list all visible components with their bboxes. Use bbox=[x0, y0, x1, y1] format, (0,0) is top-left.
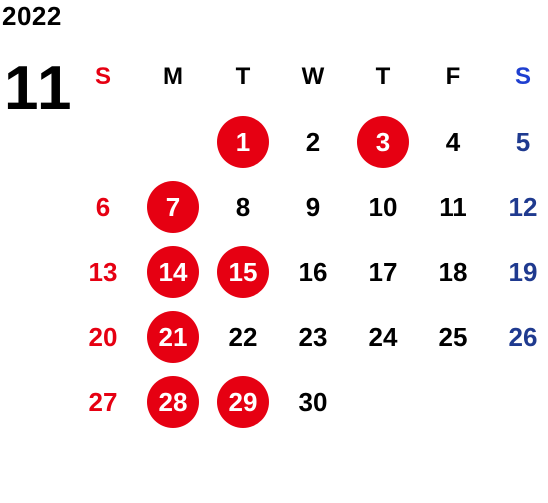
day-number: 25 bbox=[438, 321, 468, 352]
day-number: 18 bbox=[438, 256, 468, 287]
day-number: 5 bbox=[515, 126, 531, 157]
day-cell: 24 bbox=[348, 304, 418, 369]
day-cell: 22 bbox=[208, 304, 278, 369]
day-number: 20 bbox=[88, 321, 118, 352]
weekday-header: S bbox=[488, 44, 548, 109]
day-number: 23 bbox=[298, 321, 328, 352]
holiday-circle: 1 bbox=[217, 115, 269, 168]
weekday-header: W bbox=[278, 44, 348, 109]
day-number: 4 bbox=[445, 126, 461, 157]
holiday-circle: 21 bbox=[147, 310, 199, 363]
day-cell: 1 bbox=[208, 109, 278, 174]
day-cell: 19 bbox=[488, 239, 548, 304]
day-cell: 18 bbox=[418, 239, 488, 304]
weekday-label: M bbox=[163, 62, 183, 90]
day-cell: 7 bbox=[138, 174, 208, 239]
weekday-label: S bbox=[94, 62, 111, 90]
holiday-circle: 7 bbox=[147, 180, 199, 233]
day-number: 8 bbox=[235, 191, 251, 222]
day-cell: 26 bbox=[488, 304, 548, 369]
day-number: 7 bbox=[165, 191, 181, 222]
day-cell: 6 bbox=[68, 174, 138, 239]
day-number: 24 bbox=[368, 321, 398, 352]
day-number: 12 bbox=[508, 191, 538, 222]
day-number: 3 bbox=[375, 126, 391, 157]
day-cell: 14 bbox=[138, 239, 208, 304]
day-number: 10 bbox=[368, 191, 398, 222]
day-number: 27 bbox=[88, 386, 118, 417]
day-number: 17 bbox=[368, 256, 398, 287]
day-cell: 20 bbox=[68, 304, 138, 369]
day-number: 28 bbox=[158, 386, 188, 417]
holiday-circle: 29 bbox=[217, 375, 269, 428]
day-cell: 3 bbox=[348, 109, 418, 174]
weekday-header: M bbox=[138, 44, 208, 109]
day-cell: 9 bbox=[278, 174, 348, 239]
day-number: 22 bbox=[228, 321, 258, 352]
holiday-circle: 28 bbox=[147, 375, 199, 428]
weekday-label: S bbox=[514, 62, 531, 90]
day-cell: 8 bbox=[208, 174, 278, 239]
day-number: 11 bbox=[439, 191, 467, 222]
day-number: 9 bbox=[305, 191, 321, 222]
weekday-header: F bbox=[418, 44, 488, 109]
day-number: 21 bbox=[158, 321, 188, 352]
day-cell: 11 bbox=[418, 174, 488, 239]
weekday-header: T bbox=[208, 44, 278, 109]
day-cell: 4 bbox=[418, 109, 488, 174]
weekday-header: T bbox=[348, 44, 418, 109]
weekday-label: T bbox=[235, 62, 251, 90]
day-cell: 10 bbox=[348, 174, 418, 239]
holiday-circle: 15 bbox=[217, 245, 269, 298]
day-cell: 2 bbox=[278, 109, 348, 174]
day-number: 15 bbox=[228, 256, 258, 287]
day-cell: 17 bbox=[348, 239, 418, 304]
day-number: 6 bbox=[95, 191, 111, 222]
day-number: 30 bbox=[298, 386, 328, 417]
day-number: 2 bbox=[305, 126, 321, 157]
day-number: 1 bbox=[235, 126, 251, 157]
holiday-circle: 14 bbox=[147, 245, 199, 298]
day-number: 29 bbox=[228, 386, 258, 417]
day-cell: 27 bbox=[68, 369, 138, 434]
day-cell: 30 bbox=[278, 369, 348, 434]
month-label: 11 bbox=[4, 54, 74, 123]
day-cell: 13 bbox=[68, 239, 138, 304]
day-cell: 29 bbox=[208, 369, 278, 434]
day-cell: 21 bbox=[138, 304, 208, 369]
day-cell: 15 bbox=[208, 239, 278, 304]
weekday-label: T bbox=[375, 62, 391, 90]
weekday-label: F bbox=[445, 62, 461, 90]
year-label: 2022 bbox=[2, 1, 62, 31]
day-cell: 28 bbox=[138, 369, 208, 434]
weekday-header: S bbox=[68, 44, 138, 109]
day-number: 19 bbox=[508, 256, 538, 287]
day-number: 13 bbox=[88, 256, 118, 287]
day-number: 26 bbox=[508, 321, 538, 352]
weekday-label: W bbox=[301, 62, 325, 90]
day-number: 16 bbox=[298, 256, 328, 287]
day-cell: 25 bbox=[418, 304, 488, 369]
day-cell: 23 bbox=[278, 304, 348, 369]
day-cell: 12 bbox=[488, 174, 548, 239]
day-number: 14 bbox=[158, 256, 188, 287]
holiday-circle: 3 bbox=[357, 115, 409, 168]
day-cell: 5 bbox=[488, 109, 548, 174]
day-cell: 16 bbox=[278, 239, 348, 304]
